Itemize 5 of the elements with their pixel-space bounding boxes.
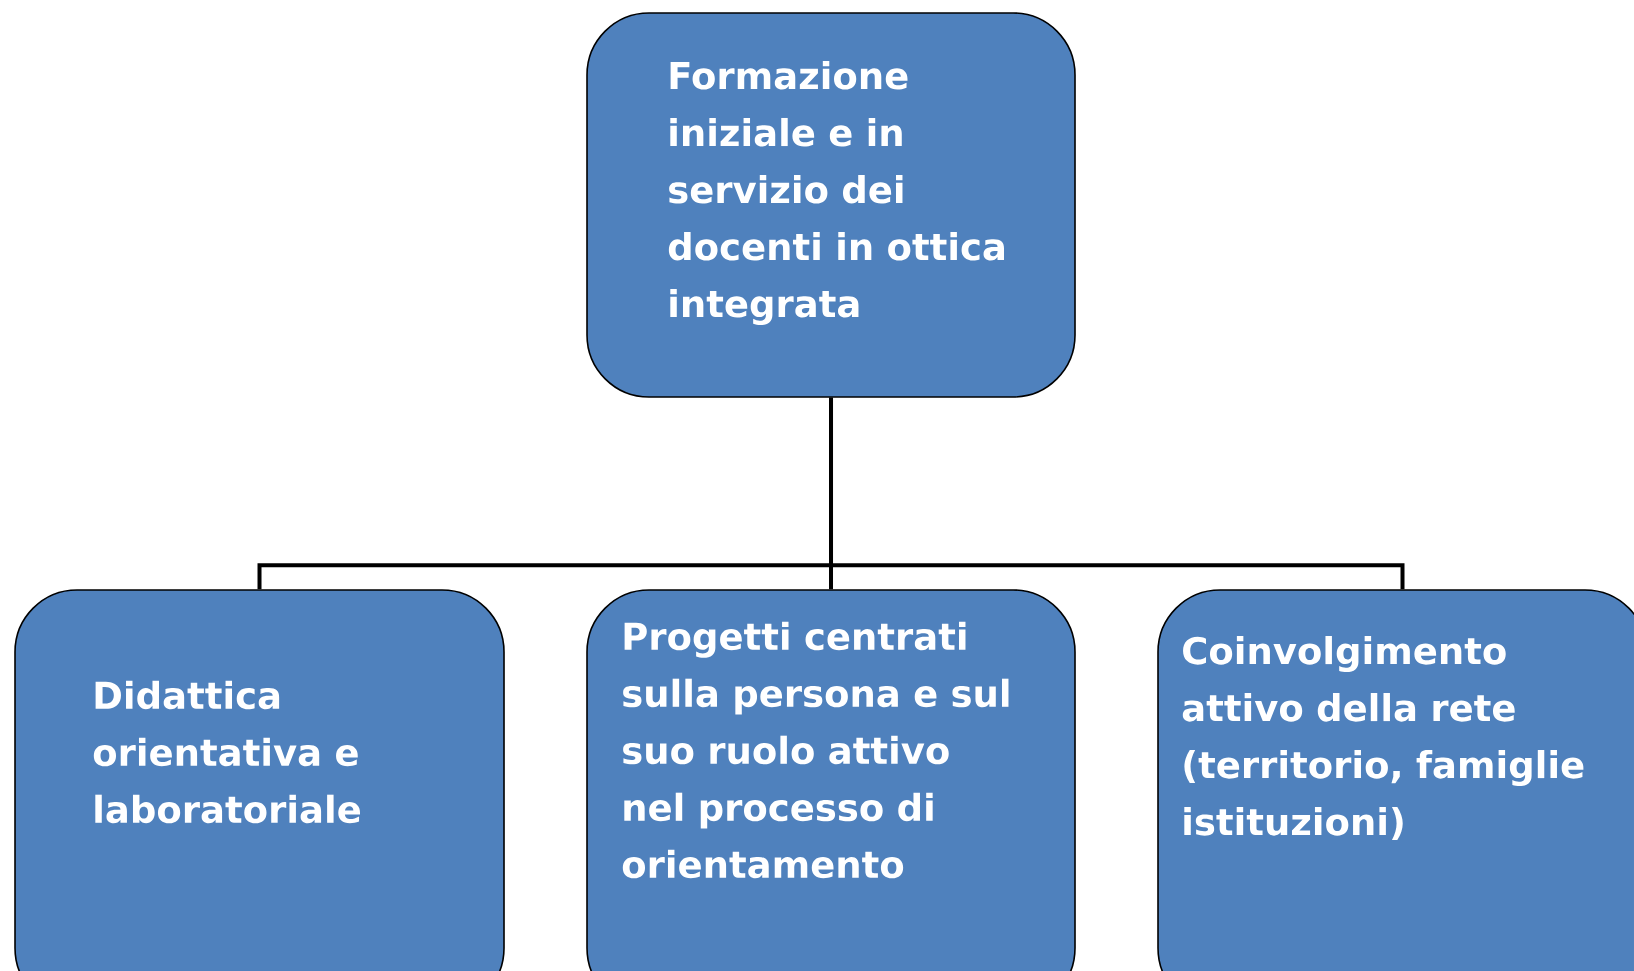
process-box: Didattica orientativa e laboratoriale <box>14 589 505 971</box>
process-box: Formazione iniziale e in servizio dei docenti in ottica integrata <box>586 12 1076 398</box>
connector-line <box>829 397 1405 590</box>
process-box: Coinvolgimento attivo della rete (territorio, famiglie istituzioni) <box>1157 589 1634 971</box>
process-box: Progetti centrati sulla persona e sul suo ruolo attivo nel processo di orientamento <box>586 589 1076 971</box>
